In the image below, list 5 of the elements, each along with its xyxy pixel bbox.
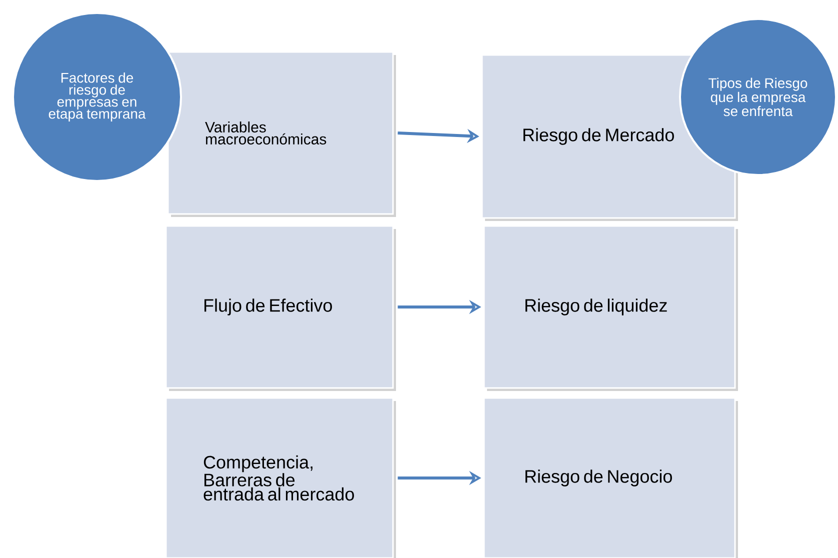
process-box: Variables macroeconómicas [167,51,396,217]
process-box: Riesgo de Negocio [483,397,738,558]
process-box: Riesgo de liquidez [483,225,738,391]
process-box: Competencia, Barreras de entrada al mercado [165,397,396,558]
process-box: Flujo de Efectivo [165,225,396,391]
